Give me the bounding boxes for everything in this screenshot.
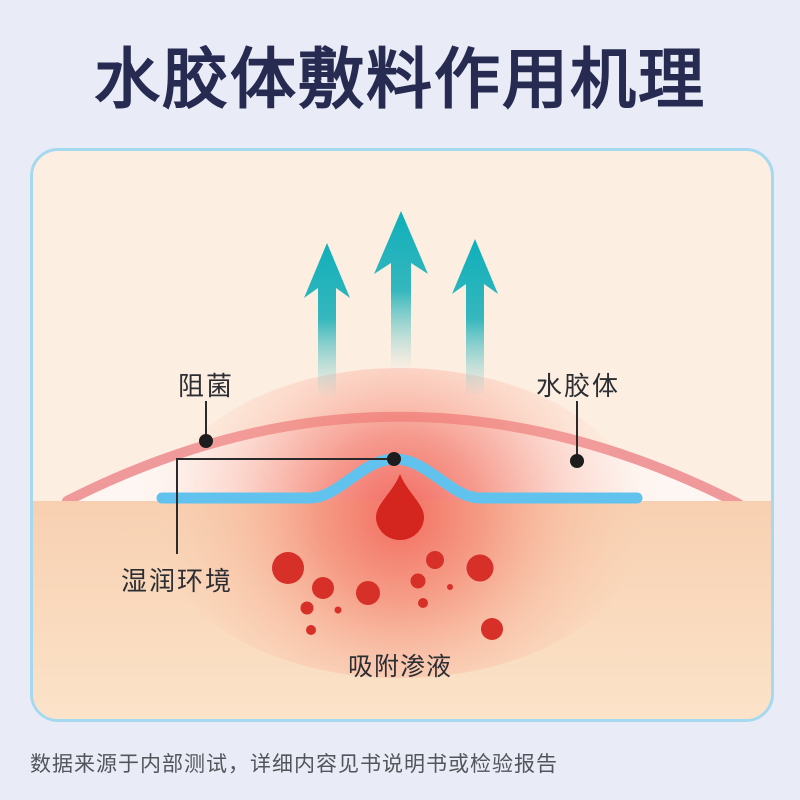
- callout-block-bacteria: [199, 401, 213, 448]
- page-title: 水胶体敷料作用机理: [94, 42, 706, 116]
- label-hydrocolloid: 水胶体: [535, 371, 621, 401]
- mechanism-diagram: [33, 211, 771, 719]
- callout-hydrocolloid: [570, 401, 584, 468]
- mechanism-diagram-card: 阻菌 水胶体 湿润环境 吸附渗液: [30, 148, 774, 722]
- footer-disclaimer: 数据来源于内部测试，详细内容见书说明书或检验报告: [30, 753, 558, 776]
- exudate-droplet-icon: [376, 474, 424, 540]
- label-absorb-exudate: 吸附渗液: [347, 653, 453, 681]
- up-arrow-icon: [374, 211, 428, 369]
- up-arrow-icon: [304, 243, 350, 396]
- up-arrow-icon: [452, 239, 498, 394]
- exudate-dots: [272, 551, 503, 640]
- label-block-bacteria: 阻菌: [177, 371, 235, 401]
- label-moist-environment: 湿润环境: [120, 566, 234, 596]
- callout-moist-environment: [176, 452, 401, 554]
